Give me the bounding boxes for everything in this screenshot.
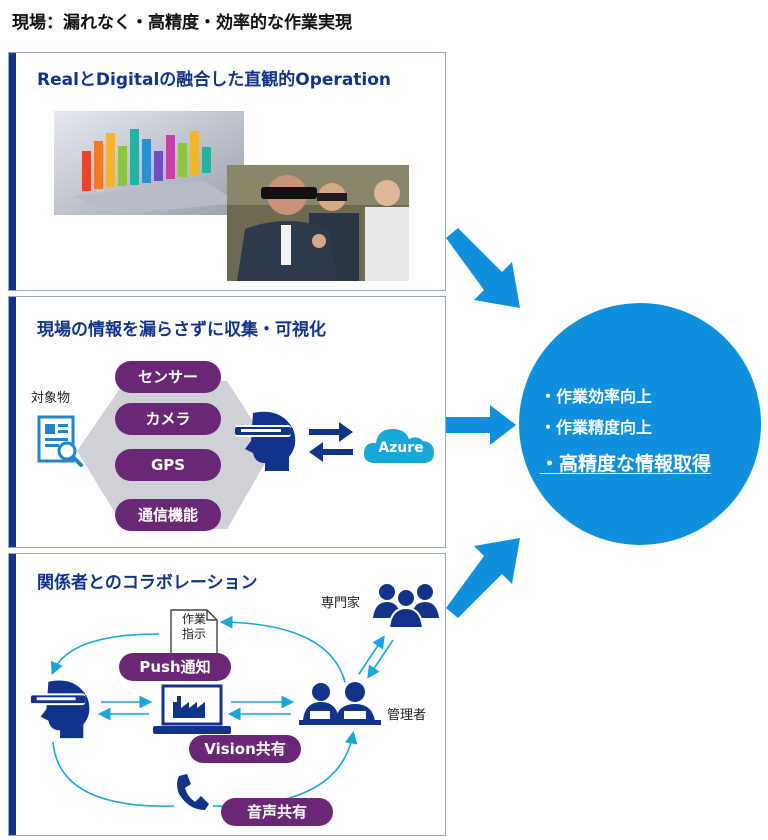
- page-title: 現場：漏れなく・高精度・効率的な作業実現: [12, 13, 352, 33]
- cloud-icon: [363, 429, 434, 463]
- source-pill-gps: GPS: [115, 449, 221, 481]
- vision-share-pill: Vision共有: [189, 735, 301, 763]
- panel-title-real-digital: RealとDigitalの融合した直観的Operation: [37, 70, 392, 90]
- result-information: ・高精度な情報取得: [540, 453, 712, 475]
- panel-accent-bar: [9, 297, 16, 547]
- work-instruction-document-icon: [170, 609, 218, 657]
- manager-label: 管理者: [387, 708, 427, 723]
- phone-icon: [177, 774, 209, 810]
- hologram-chart-image: [54, 111, 244, 215]
- source-pill-camera: カメラ: [115, 403, 221, 435]
- sync-arrows-icon: [309, 422, 353, 462]
- laptop-factory-icon: [153, 684, 231, 734]
- panel-title-data-collection: 現場の情報を漏らさずに収集・可視化: [37, 320, 326, 340]
- panel-accent-bar: [9, 53, 16, 290]
- source-pill-sensor: センサー: [115, 361, 221, 393]
- cloud-label-azure: Azure: [378, 440, 424, 456]
- panel-collaboration: 関係者とのコラボレーション 作業 指示 Push通知: [8, 553, 446, 836]
- collaboration-flow-lines: [50, 615, 394, 807]
- panel-data-collection: 現場の情報を漏らさずに収集・可視化 対象物 センサー カメラ GPS 通信機能 …: [8, 296, 446, 548]
- result-efficiency: ・作業効率向上: [540, 387, 653, 406]
- expert-label: 専門家: [321, 596, 361, 611]
- voice-share-pill: 音声共有: [221, 798, 333, 826]
- panel-real-digital: RealとDigitalの融合した直観的Operation: [8, 52, 446, 291]
- arrow-top-icon: [446, 228, 520, 308]
- document-search-icon: [37, 415, 83, 467]
- results-circle: [519, 303, 761, 545]
- source-pill-communication: 通信機能: [115, 499, 221, 531]
- push-notification-pill: Push通知: [119, 653, 231, 681]
- result-accuracy: ・作業精度向上: [540, 418, 653, 437]
- arrow-bottom-icon: [446, 538, 520, 618]
- panel-accent-bar: [9, 554, 16, 835]
- headset-user-icon: [235, 411, 296, 471]
- work-instruction-label: 作業 指示: [181, 612, 206, 641]
- managers-icon: [299, 682, 381, 725]
- headset-user-icon: [30, 680, 90, 739]
- target-object-label: 対象物: [31, 391, 71, 406]
- hololens-users-photo: [227, 165, 409, 281]
- panel-title-collaboration: 関係者とのコラボレーション: [37, 573, 258, 593]
- experts-group-icon: [373, 584, 439, 629]
- arrow-middle-icon: [446, 405, 516, 445]
